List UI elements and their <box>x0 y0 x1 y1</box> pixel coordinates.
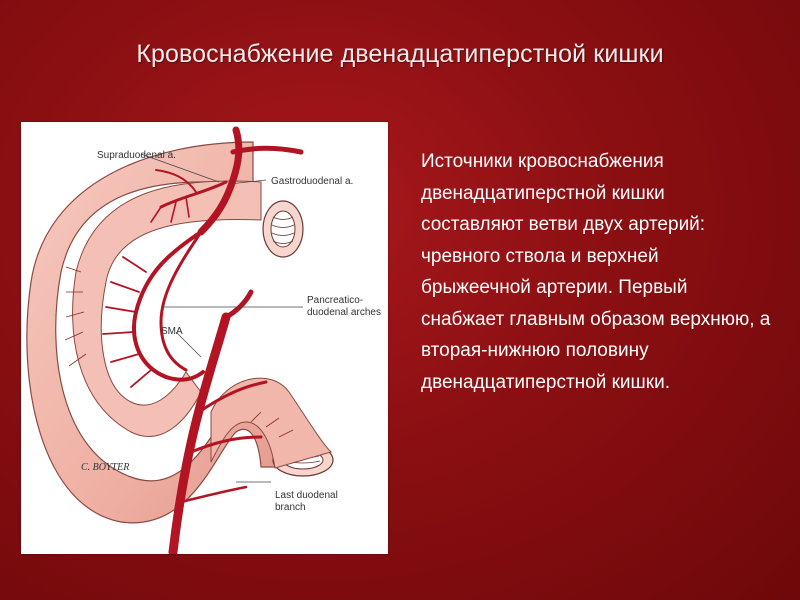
label-gastroduodenal: Gastroduodenal a. <box>271 176 353 187</box>
label-sma: SMA <box>161 326 183 337</box>
artist-signature: C. BOYTER <box>81 462 129 473</box>
label-pancreatico-line2: duodenal arches <box>307 307 381 318</box>
label-last-duodenal-line2: branch <box>275 502 306 513</box>
slide-title: Кровоснабжение двенадцатиперстной кишки <box>136 40 664 68</box>
body-paragraph: Источники кровоснабжения двенадцатиперст… <box>421 151 771 393</box>
duodenum-illustration: Supraduodenal a. Gastroduodenal a. Pancr… <box>21 122 388 554</box>
label-leader-lines <box>140 153 303 483</box>
duodenum-anatomy-diagram: Supraduodenal a. Gastroduodenal a. Pancr… <box>26 126 381 554</box>
label-last-duodenal-line1: Last duodenal <box>275 490 338 501</box>
slide-body-text: Источники кровоснабжения двенадцатиперст… <box>421 146 771 398</box>
label-pancreatico-line1: Pancreatico- <box>307 295 363 306</box>
arterial-tree <box>102 126 304 554</box>
surface-vessels <box>64 266 294 438</box>
label-supraduodenal: Supraduodenal a. <box>97 150 176 161</box>
